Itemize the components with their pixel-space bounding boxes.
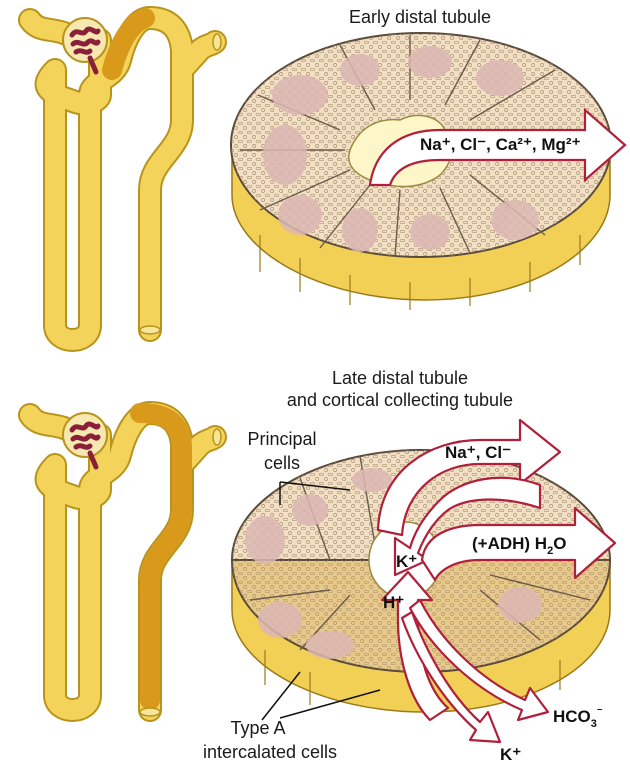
h-plus-label: H⁺ bbox=[383, 593, 404, 612]
k-in-label: K⁺ bbox=[396, 552, 417, 571]
principal-cells-label-line1: Principal bbox=[247, 429, 316, 449]
nucleus bbox=[263, 125, 307, 185]
early-distal-title: Early distal tubule bbox=[349, 7, 491, 27]
na-cl-label: Na⁺, Cl⁻ bbox=[445, 443, 511, 462]
early-distal-ions-label: Na⁺, Cl⁻, Ca²⁺, Mg²⁺ bbox=[420, 135, 581, 154]
intercalated-cells-label-line2: intercalated cells bbox=[203, 742, 337, 762]
hco3-label: HCO3⁻ bbox=[553, 706, 603, 730]
principal-cells-label-line2: cells bbox=[264, 453, 300, 473]
late-distal-title-line1: Late distal tubule bbox=[332, 368, 468, 388]
glomerulus-capsule-top bbox=[63, 18, 107, 62]
k-out-label: K⁺ bbox=[500, 745, 521, 764]
late-distal-title-line2: and cortical collecting tubule bbox=[287, 390, 513, 410]
early-distal-cross-section bbox=[231, 33, 611, 310]
nephron-diagram-top bbox=[30, 18, 221, 340]
intercalated-cells-label-line1: Type A bbox=[230, 718, 285, 738]
glomerulus-capsule-bottom bbox=[63, 413, 107, 457]
nephron-diagram-bottom bbox=[30, 413, 221, 716]
